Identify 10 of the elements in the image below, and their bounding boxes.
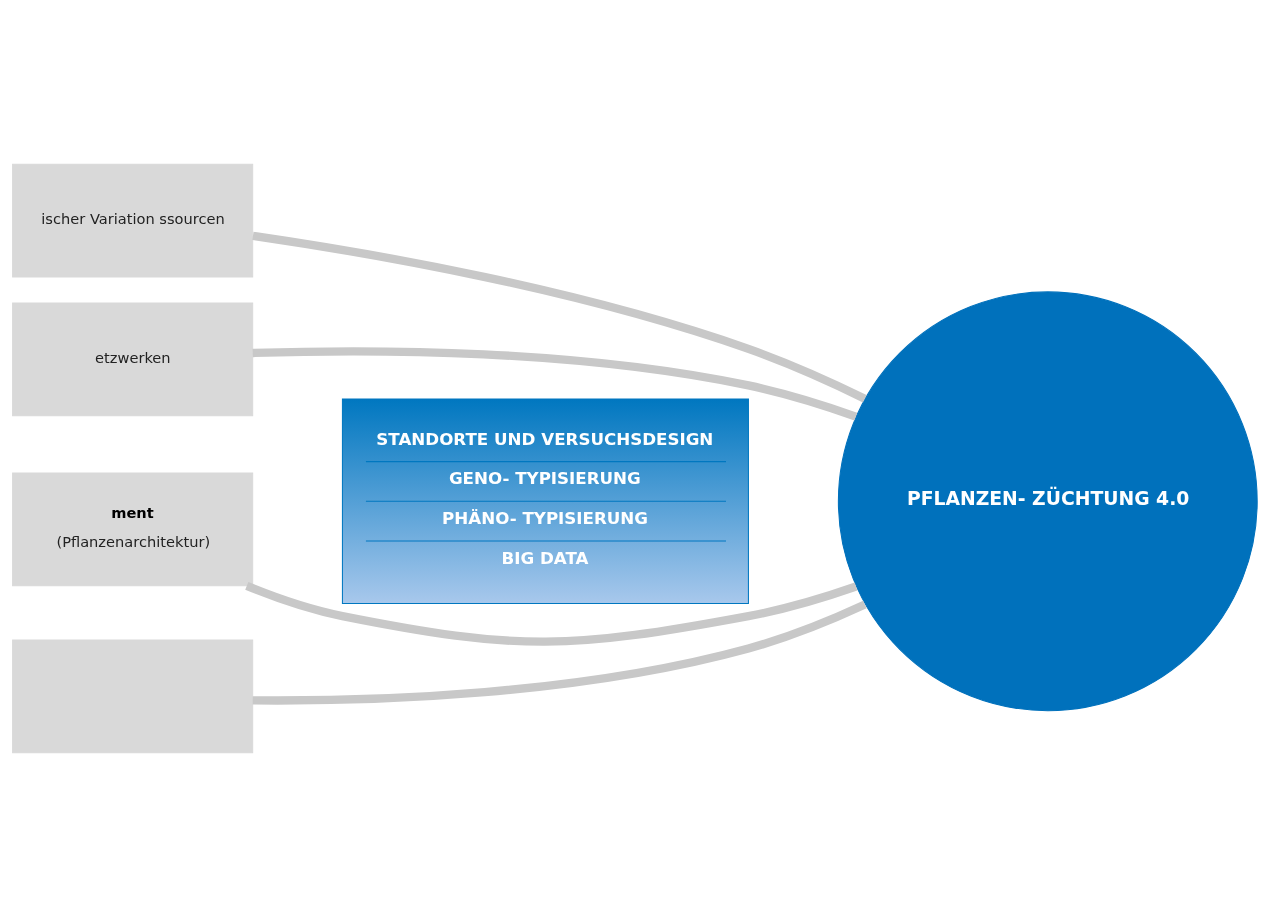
connector <box>252 600 867 705</box>
node-bar <box>12 639 254 754</box>
connector <box>252 231 867 403</box>
node-circle: PFLANZEN- ZÜCHTUNG 4.0 <box>837 291 1258 712</box>
connector <box>252 347 858 421</box>
node-box: ment (Pflanzenarchitektur) <box>12 472 254 587</box>
node-box: etzwerken <box>12 302 254 417</box>
connector <box>245 582 858 646</box>
node-box: STANDORTE UND VERSUCHSDESIGN GENO- TYPISIERUNG PHÄNO- TYPISIERUNG BIG DATA <box>341 398 749 605</box>
node-box: ischer Variation ssourcen <box>12 163 254 278</box>
